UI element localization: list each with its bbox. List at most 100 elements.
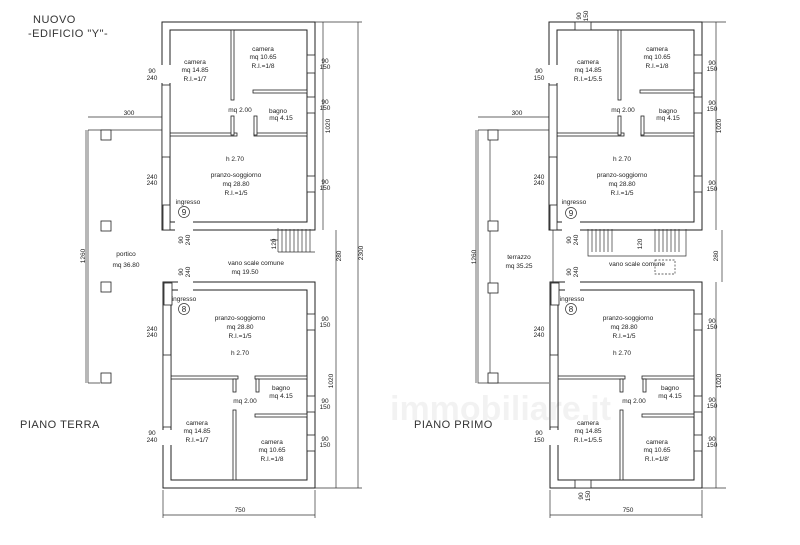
svg-text:90: 90 xyxy=(566,236,573,244)
svg-text:90: 90 xyxy=(708,180,716,187)
unit-walls xyxy=(160,21,316,489)
disimpegno-area: mq 2.00 xyxy=(622,398,646,405)
room-name: bagno xyxy=(659,108,677,115)
svg-text:150: 150 xyxy=(320,442,331,449)
svg-text:150: 150 xyxy=(707,186,718,193)
room-name: camera xyxy=(252,46,274,53)
room-name: pranzo-soggiorno xyxy=(215,315,266,322)
room-name: camera xyxy=(646,439,668,446)
svg-text:150: 150 xyxy=(707,403,718,410)
room-name: camera xyxy=(261,439,283,446)
room-area: mq 28.80 xyxy=(222,181,249,188)
dim-300: 300 xyxy=(512,110,523,117)
dim-1260: 1260 xyxy=(80,248,87,263)
room-area: mq 10.65 xyxy=(258,447,285,454)
svg-text:90: 90 xyxy=(321,398,329,405)
dim-1020-lower: 1020 xyxy=(716,373,723,388)
svg-text:90: 90 xyxy=(321,58,329,65)
ceiling-height: h 2.70 xyxy=(613,350,631,357)
room-name: bagno xyxy=(661,385,679,392)
svg-text:150: 150 xyxy=(583,10,590,21)
svg-text:90: 90 xyxy=(178,268,185,276)
dim-750: 750 xyxy=(623,507,634,514)
dim-1020-upper: 1020 xyxy=(325,118,332,133)
svg-text:90: 90 xyxy=(566,268,573,276)
room-ri: R.I.=1/5 xyxy=(225,190,248,197)
portico-outline xyxy=(87,129,162,384)
dim-2300: 2300 xyxy=(358,245,365,260)
outdoor-area: mq 36.80 xyxy=(112,262,139,269)
outdoor-name: portico xyxy=(116,251,136,258)
svg-text:150: 150 xyxy=(707,324,718,331)
svg-text:90: 90 xyxy=(321,436,329,443)
svg-text:90: 90 xyxy=(708,318,716,325)
room-name: pranzo-soggiorno xyxy=(603,315,654,322)
ceiling-height: h 2.70 xyxy=(231,350,249,357)
svg-text:150: 150 xyxy=(320,185,331,192)
svg-text:90: 90 xyxy=(535,68,543,75)
unit-number: 8 xyxy=(569,305,574,314)
room-area: mq 14.85 xyxy=(181,67,208,74)
room-area: mq 10.65 xyxy=(249,54,276,61)
svg-text:150: 150 xyxy=(320,105,331,112)
window xyxy=(574,479,592,489)
room-area: mq 4.15 xyxy=(269,393,293,400)
ceiling-height: h 2.70 xyxy=(613,156,631,163)
plan-title: PIANO TERRA xyxy=(20,419,100,431)
room-ri: R.I.=1/5 xyxy=(611,190,634,197)
pillar xyxy=(100,281,112,293)
room-area: mq 14.85 xyxy=(574,428,601,435)
pillar xyxy=(487,129,499,141)
pillar xyxy=(487,220,499,232)
stairwell-name: vano scale comune xyxy=(609,261,665,268)
svg-text:90: 90 xyxy=(178,236,185,244)
room-ri: R.I.=1/5 xyxy=(613,333,636,340)
room-ri: R.I.=1/8 xyxy=(646,63,669,70)
dim-750: 750 xyxy=(235,507,246,514)
svg-text:240: 240 xyxy=(147,180,158,187)
svg-text:90: 90 xyxy=(576,12,583,20)
room-ri: R.I.=1/7 xyxy=(186,437,209,444)
stairs xyxy=(552,229,687,282)
room-area: mq 4.15 xyxy=(658,393,682,400)
svg-text:90: 90 xyxy=(148,68,156,75)
pillar xyxy=(100,372,112,384)
svg-text:90: 90 xyxy=(148,430,156,437)
plan-title: PIANO PRIMO xyxy=(414,419,493,431)
svg-text:90: 90 xyxy=(578,492,585,500)
svg-text:90: 90 xyxy=(321,179,329,186)
svg-text:150: 150 xyxy=(534,75,545,82)
svg-text:240: 240 xyxy=(573,234,580,245)
dim-1020-lower: 1020 xyxy=(328,373,335,388)
room-area: mq 28.80 xyxy=(608,181,635,188)
dim-280: 280 xyxy=(336,250,343,261)
svg-text:240: 240 xyxy=(534,180,545,187)
room-area: mq 4.15 xyxy=(269,115,293,122)
pillar xyxy=(487,282,499,294)
dim-300: 300 xyxy=(124,110,135,117)
room-area: mq 10.65 xyxy=(643,447,670,454)
svg-text:150: 150 xyxy=(320,64,331,71)
svg-text:240: 240 xyxy=(147,332,158,339)
pillar xyxy=(100,220,112,232)
room-area: mq 14.85 xyxy=(183,428,210,435)
window xyxy=(574,21,592,31)
room-area: mq 10.65 xyxy=(643,54,670,61)
project-title-line1: NUOVO xyxy=(33,14,76,26)
svg-text:150: 150 xyxy=(707,66,718,73)
svg-text:150: 150 xyxy=(707,442,718,449)
plan-piano-primo: 300 1020 1020 280 1260 750 120 camera mq… xyxy=(414,10,726,518)
plan-piano-terra: 300 1020 1020 2300 280 1260 750 120 came… xyxy=(20,21,365,518)
room-ri: R.I.=1/5.5 xyxy=(574,437,603,444)
svg-text:90: 90 xyxy=(321,316,329,323)
project-title-line2: -EDIFICIO "Y"- xyxy=(28,28,108,40)
room-area: mq 4.15 xyxy=(656,115,680,122)
svg-text:240: 240 xyxy=(185,234,192,245)
svg-text:240: 240 xyxy=(147,326,158,333)
room-name: camera xyxy=(186,420,208,427)
room-name: camera xyxy=(184,59,206,66)
room-ri: R.I.=1/5 xyxy=(229,333,252,340)
dim-280: 280 xyxy=(713,250,720,261)
